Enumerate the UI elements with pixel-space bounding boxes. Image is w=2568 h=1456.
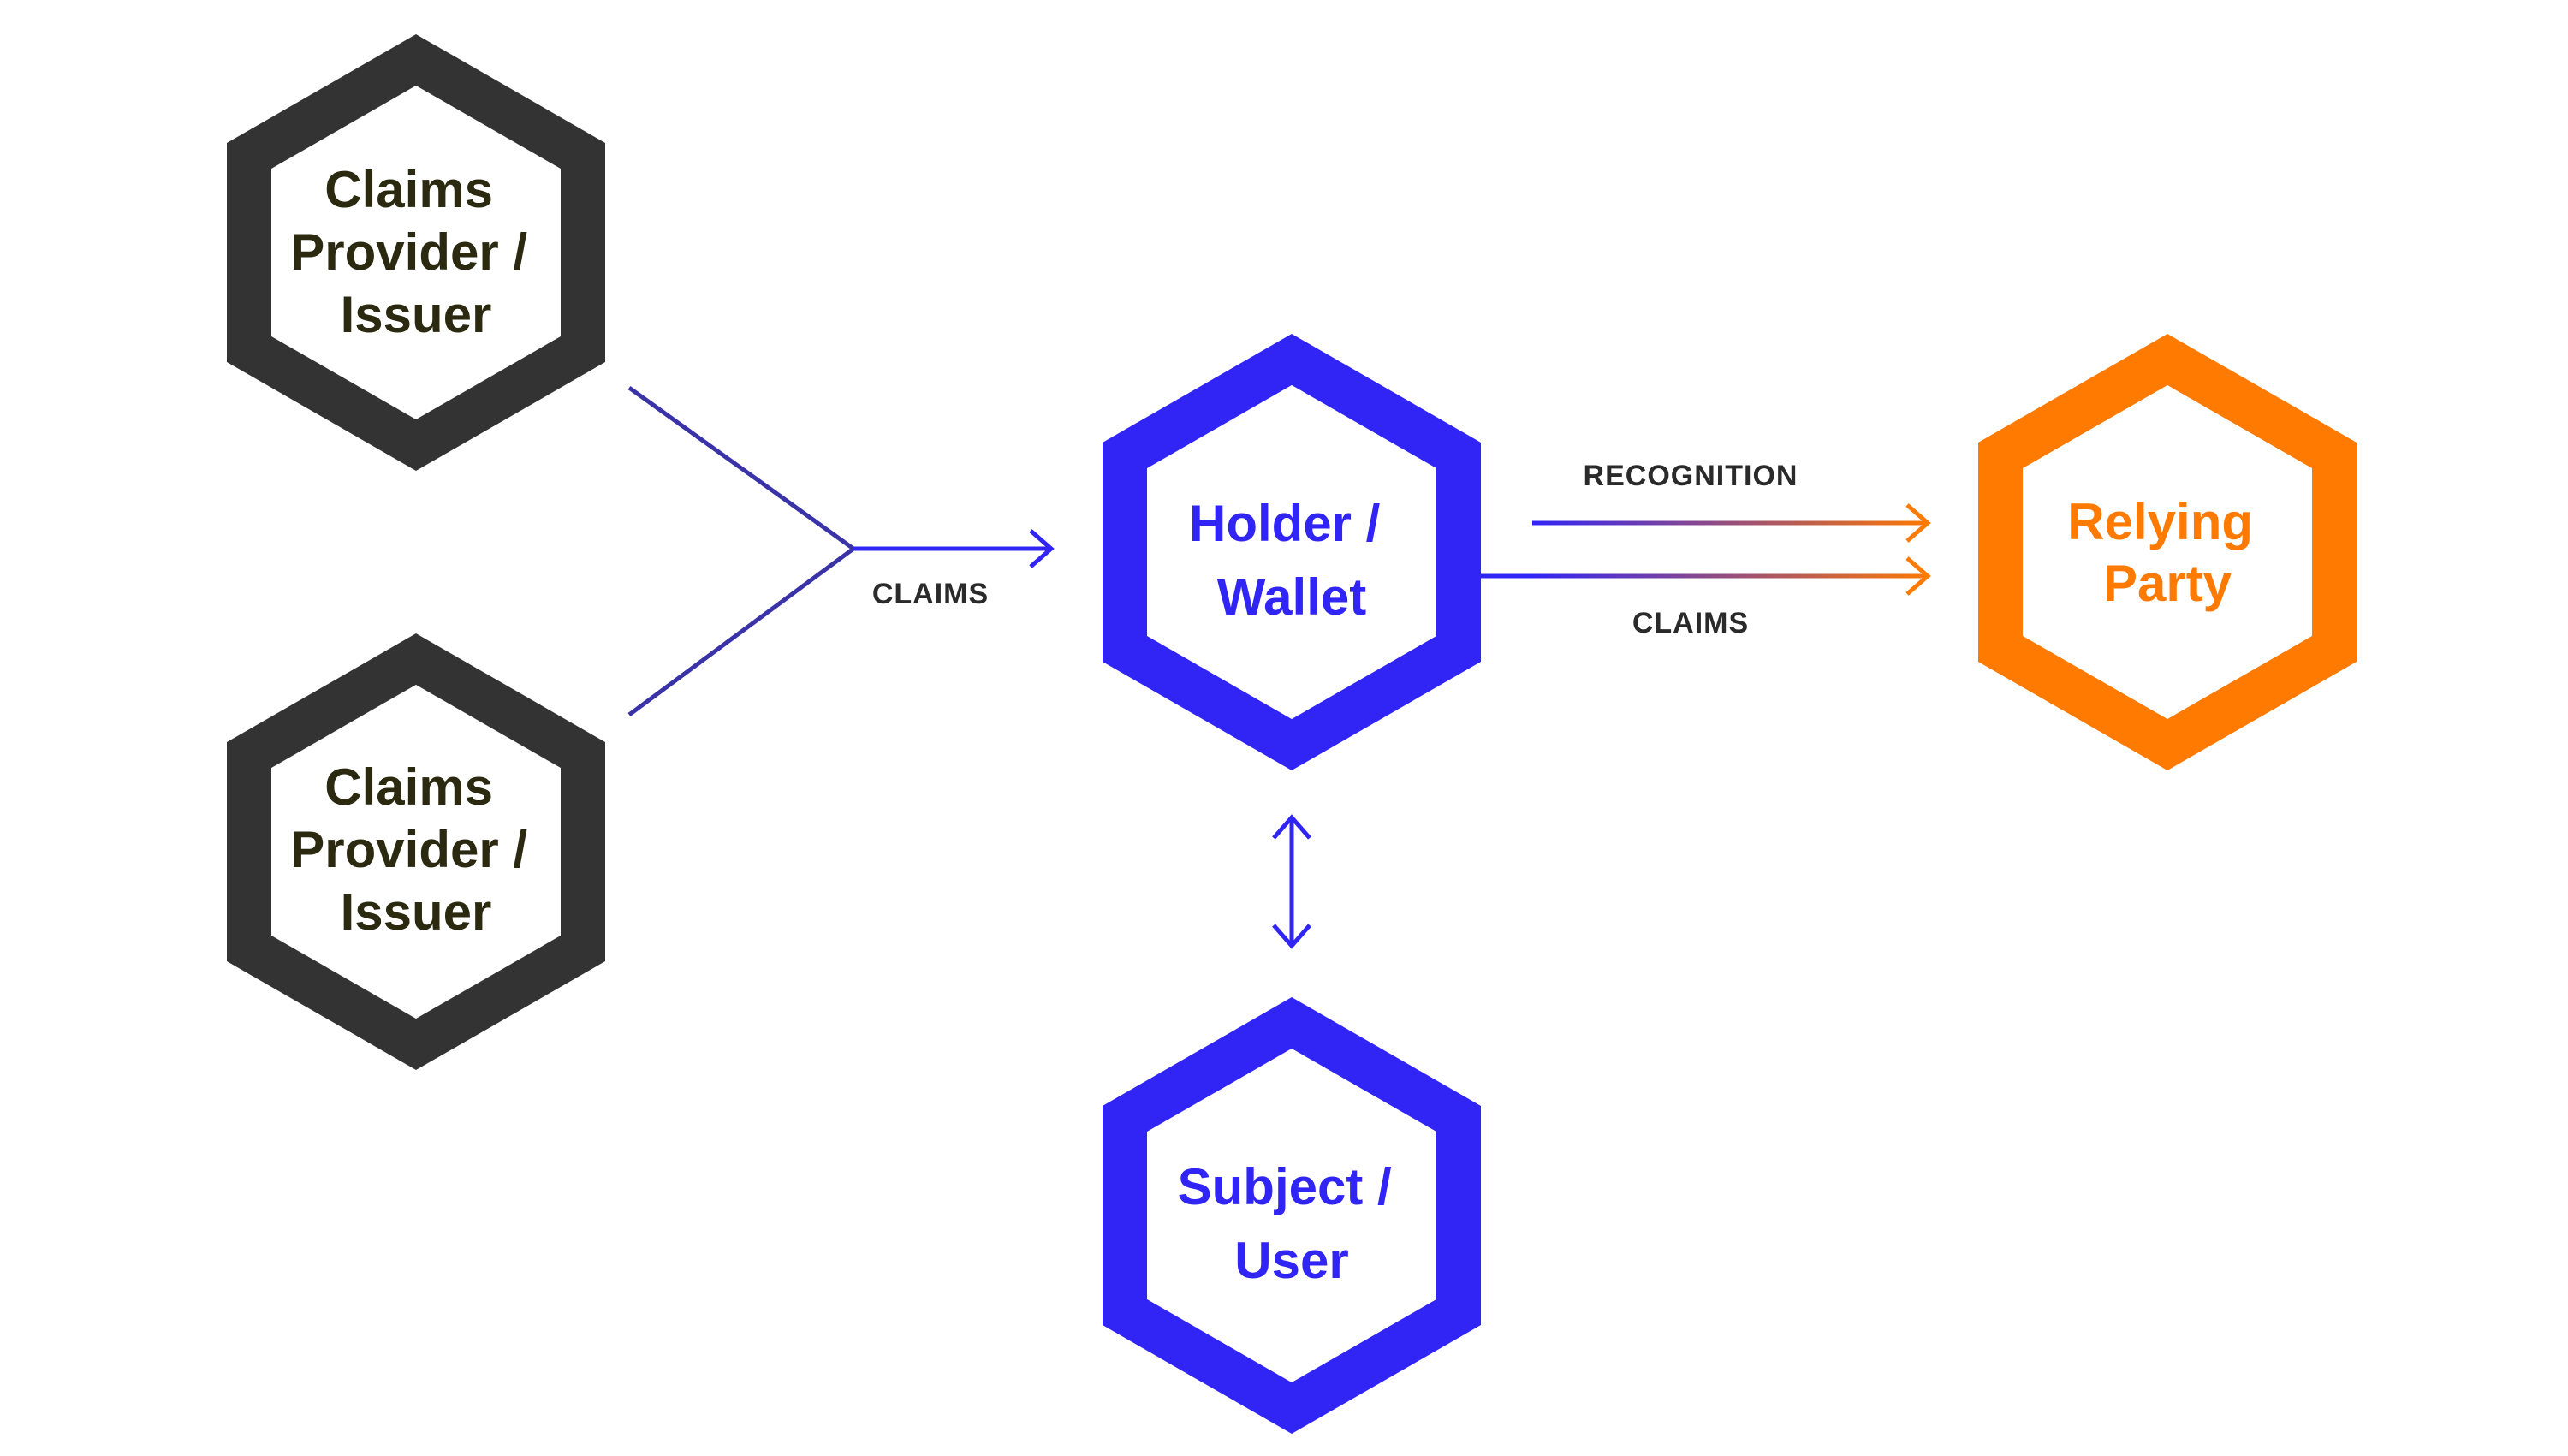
issuer-bottom-label-line1: Claims bbox=[324, 758, 493, 816]
holder-rp-claims-label: CLAIMS bbox=[1632, 607, 1749, 639]
issuer-top-claims-line bbox=[627, 385, 855, 551]
subject-label-line1: Subject / bbox=[1178, 1158, 1392, 1215]
subject-hexagon bbox=[1103, 997, 1481, 1434]
issuer-bottom-label-line2: Provider / bbox=[290, 821, 527, 878]
claims-to-holder-arrowhead bbox=[1029, 529, 1055, 568]
relying-party-label-line2: Party bbox=[2103, 555, 2232, 612]
issuer-bottom-label-line3: Issuer bbox=[341, 883, 492, 941]
holder-node: Holder / Wallet bbox=[1103, 334, 1481, 770]
svg-text:Relying Party: Relying Party bbox=[2067, 493, 2267, 612]
holder-subject-link bbox=[1272, 814, 1311, 949]
holder-rp-claims-edge: CLAIMS bbox=[1459, 556, 1931, 639]
svg-text:Holder / Wallet: Holder / Wallet bbox=[1189, 495, 1394, 626]
recognition-label: RECOGNITION bbox=[1584, 460, 1798, 492]
relying-party-label-line1: Relying bbox=[2067, 493, 2253, 550]
holder-subject-arrowhead-down bbox=[1272, 924, 1311, 949]
svg-text:Subject / User: Subject / User bbox=[1178, 1158, 1406, 1289]
holder-rp-claims-arrowhead bbox=[1905, 556, 1931, 596]
holder-subject-arrowhead-up bbox=[1272, 814, 1311, 840]
svg-text:Claims Provider /: Claims Provider / Issuer bbox=[290, 161, 541, 343]
issuer-claims-connector: CLAIMS bbox=[627, 385, 1055, 717]
holder-label-line1: Holder / bbox=[1189, 495, 1381, 552]
holder-label-line2: Wallet bbox=[1217, 568, 1366, 626]
issuer-top-label-line3: Issuer bbox=[341, 286, 492, 343]
issuer-bottom-hexagon bbox=[227, 633, 605, 1070]
recognition-edge: RECOGNITION bbox=[1532, 460, 1931, 543]
issuer-claims-label: CLAIMS bbox=[872, 578, 989, 610]
issuer-top-label-line1: Claims bbox=[324, 161, 493, 218]
holder-hexagon bbox=[1103, 334, 1481, 770]
issuer-top-hexagon bbox=[227, 34, 605, 471]
issuer-bottom-node: Claims Provider / Issuer bbox=[227, 633, 605, 1070]
svg-text:Claims Provider /: Claims Provider / Issuer bbox=[290, 758, 541, 941]
relying-party-node: Relying Party bbox=[1978, 334, 2357, 770]
relying-party-hexagon bbox=[1978, 334, 2357, 770]
subject-node: Subject / User bbox=[1103, 997, 1481, 1434]
issuer-bottom-claims-line bbox=[627, 546, 855, 717]
subject-label-line2: User bbox=[1234, 1232, 1348, 1289]
issuer-top-node: Claims Provider / Issuer bbox=[227, 34, 605, 471]
issuer-top-label-line2: Provider / bbox=[290, 223, 527, 281]
recognition-arrowhead bbox=[1905, 503, 1931, 543]
